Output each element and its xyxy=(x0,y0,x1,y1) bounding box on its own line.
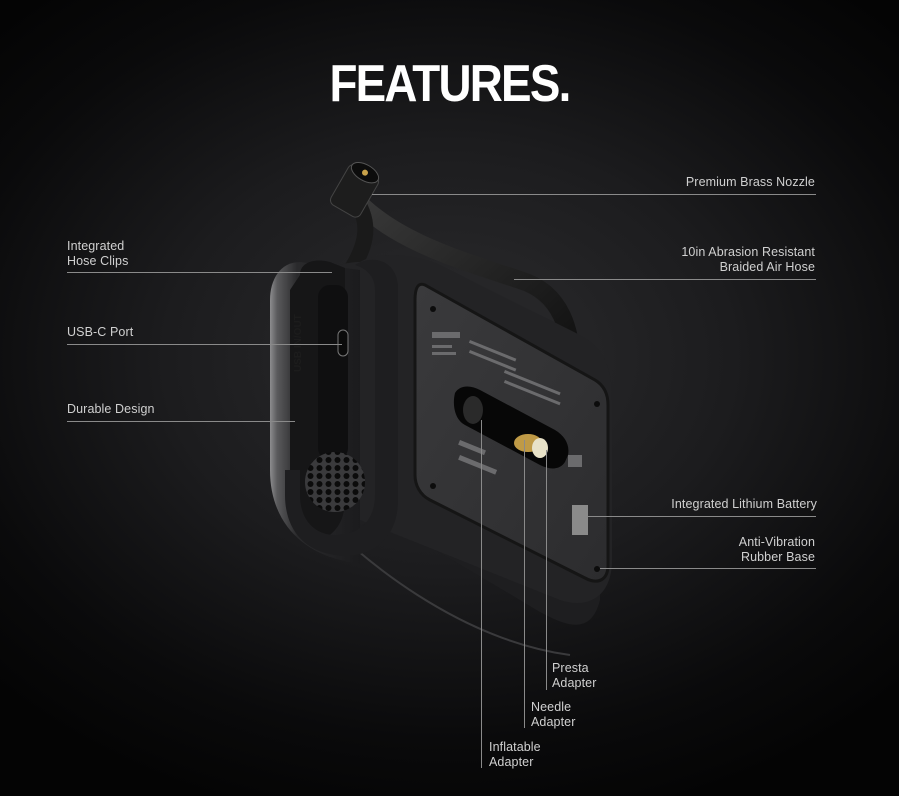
callout-line-inflatable-adapter xyxy=(481,420,482,768)
callout-line-rubber-base xyxy=(600,568,816,569)
callout-line-air-hose xyxy=(514,279,816,280)
callout-rubber-base: Anti-Vibration Rubber Base xyxy=(739,535,815,565)
callout-line-needle-adapter xyxy=(524,440,525,728)
callout-text: Premium Brass Nozzle xyxy=(685,175,815,189)
page-title: FEATURES. xyxy=(329,55,571,113)
callout-text: 10in Abrasion Resistant xyxy=(681,245,815,259)
callout-presta-adapter: Presta Adapter xyxy=(552,661,596,691)
callout-line-lithium-battery xyxy=(580,516,816,517)
callout-line-durable-design xyxy=(67,421,295,422)
callout-text: Needle xyxy=(531,700,572,714)
callout-text: USB-C Port xyxy=(67,325,134,339)
callout-text: Adapter xyxy=(552,676,597,690)
callout-line-hose-clips xyxy=(67,272,332,273)
svg-text:USB IN/OUT: USB IN/OUT xyxy=(293,314,304,372)
callout-text: Integrated xyxy=(67,239,125,253)
callout-text: Adapter xyxy=(489,755,534,769)
callout-line-presta-adapter xyxy=(546,450,547,690)
callout-text: Adapter xyxy=(531,715,576,729)
callout-durable-design: Durable Design xyxy=(67,402,155,417)
callout-inflatable-adapter: Inflatable Adapter xyxy=(489,740,541,770)
callout-lithium-battery: Integrated Lithium Battery xyxy=(671,497,817,512)
callout-text: Braided Air Hose xyxy=(719,260,815,274)
callout-brass-nozzle: Premium Brass Nozzle xyxy=(686,175,815,190)
callout-text: Inflatable xyxy=(489,740,541,754)
callout-usb-c-port: USB-C Port xyxy=(67,325,133,340)
callout-needle-adapter: Needle Adapter xyxy=(531,700,575,730)
callout-line-usb-c-port xyxy=(67,344,342,345)
callout-air-hose: 10in Abrasion Resistant Braided Air Hose xyxy=(681,245,815,275)
callout-text: Hose Clips xyxy=(67,254,129,268)
callout-text: Durable Design xyxy=(67,402,155,416)
callout-text: Presta xyxy=(552,661,589,675)
callout-text: Anti-Vibration xyxy=(738,535,815,549)
callout-line-brass-nozzle xyxy=(372,194,816,195)
callout-hose-clips: Integrated Hose Clips xyxy=(67,239,128,269)
callout-text: Integrated Lithium Battery xyxy=(671,497,817,511)
callout-text: Rubber Base xyxy=(740,550,815,564)
